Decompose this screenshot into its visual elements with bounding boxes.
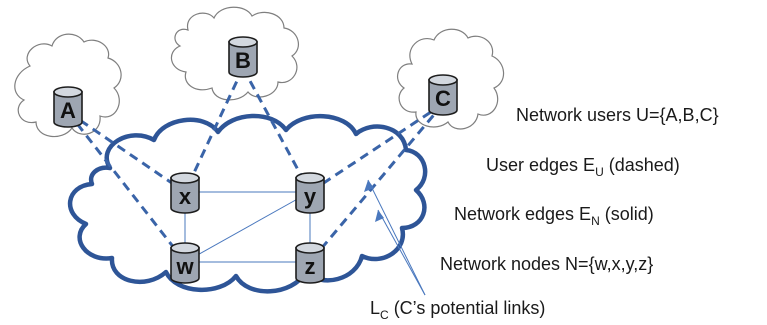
legend-users: Network users U={A,B,C} <box>516 105 719 125</box>
edge-a-x <box>67 110 186 194</box>
nodes-layer: A B Cx y w z <box>53 36 458 284</box>
node-a: A <box>53 86 83 128</box>
edge-b-y <box>241 67 312 193</box>
network-cloud <box>67 113 428 294</box>
node-b: B <box>228 36 258 78</box>
node-c-label: C <box>435 86 451 111</box>
cloud-a <box>14 33 122 138</box>
node-z-label: z <box>305 254 316 279</box>
legend: Network users U={A,B,C} User edges EU (d… <box>370 105 719 322</box>
lc-arrows <box>364 179 426 296</box>
edge-c-y <box>309 102 444 194</box>
node-w-label: w <box>175 254 194 279</box>
node-z: z <box>295 242 325 284</box>
legend-network-edges: Network edges EN (solid) <box>454 204 654 228</box>
node-y: y <box>295 172 325 214</box>
node-a-label: A <box>60 98 76 123</box>
legend-network-nodes: Network nodes N={w,x,y,z} <box>440 254 653 274</box>
lc-arrow-lower <box>377 209 426 296</box>
node-b-label: B <box>235 48 251 73</box>
user-edges <box>66 67 445 263</box>
edge-c-z <box>308 103 445 263</box>
legend-user-edges: User edges EU (dashed) <box>486 155 680 179</box>
node-c: C <box>428 74 458 116</box>
node-x: x <box>170 172 200 214</box>
edge-a-w <box>66 111 187 263</box>
lc-arrow-upper <box>367 179 426 296</box>
node-y-label: y <box>304 184 317 209</box>
edge-b-x <box>183 67 245 193</box>
edge-w-y <box>184 191 311 263</box>
node-w: w <box>170 242 200 284</box>
node-x-label: x <box>179 184 192 209</box>
legend-potential-links: LC (C’s potential links) <box>370 298 545 322</box>
